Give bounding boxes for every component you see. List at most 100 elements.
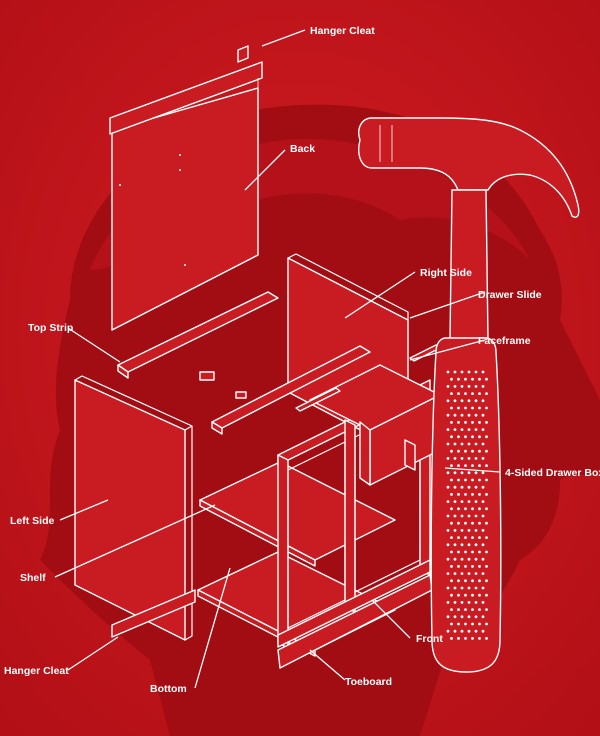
grip-dot <box>481 572 485 575</box>
grip-dot <box>471 435 474 439</box>
grip-dot <box>446 471 450 475</box>
grip-dot <box>464 637 467 640</box>
grip-dot <box>481 442 485 446</box>
grip-dot <box>460 399 464 403</box>
grip-dot <box>450 550 453 554</box>
grip-dot <box>481 615 485 619</box>
grip-dot <box>467 543 471 547</box>
grip-dot <box>481 514 485 518</box>
grip-dot <box>457 377 460 381</box>
grip-dot <box>450 478 453 482</box>
grip-dot <box>464 464 467 467</box>
grip-dot <box>485 593 488 597</box>
label-bottom: Bottom <box>150 683 187 695</box>
grip-dot <box>481 399 485 403</box>
label-hanger-cleat-top: Hanger Cleat <box>310 25 375 37</box>
grip-dot <box>460 601 464 604</box>
grip-dot <box>453 485 457 489</box>
grip-dot <box>485 536 488 539</box>
grip-dot <box>478 449 481 453</box>
grip-dot <box>450 637 453 640</box>
grip-dot <box>450 449 453 453</box>
grip-dot <box>453 557 457 561</box>
grip-dot <box>464 521 467 525</box>
grip-dot <box>474 413 478 417</box>
grip-dot <box>471 521 474 525</box>
grip-dot <box>485 637 488 640</box>
grip-dot <box>464 565 467 568</box>
grip-dot <box>485 493 488 496</box>
grip-dot <box>471 593 474 597</box>
grip-dot <box>471 449 474 453</box>
grip-dot <box>460 442 464 446</box>
grip-dot <box>457 637 460 640</box>
grip-dot <box>481 629 485 633</box>
grip-dot <box>478 464 481 467</box>
grip-dot <box>467 586 471 590</box>
grip-dot <box>467 442 471 446</box>
grip-dot <box>457 579 460 583</box>
grip-dot <box>450 521 453 525</box>
grip-dot <box>453 586 457 590</box>
grip-dot <box>460 485 464 489</box>
grip-dot <box>485 622 488 626</box>
grip-dot <box>460 457 464 460</box>
grip-dot <box>453 370 457 374</box>
grip-dot <box>471 550 474 554</box>
grip-dot <box>474 557 478 561</box>
grip-dot <box>478 421 481 424</box>
grip-dot <box>467 471 471 475</box>
grip-dot <box>446 514 450 518</box>
grip-dot <box>446 457 450 460</box>
grip-dot <box>467 629 471 633</box>
label-back: Back <box>290 143 315 155</box>
grip-dot <box>457 507 460 511</box>
grip-dot <box>474 370 478 374</box>
grip-dot <box>485 565 488 568</box>
grip-dot <box>471 493 474 496</box>
grip-dot <box>460 572 464 575</box>
grip-dot <box>450 435 453 439</box>
grip-dot <box>464 507 467 511</box>
grip-dot <box>450 608 453 611</box>
grip-dot <box>478 507 481 511</box>
grip-dot <box>474 442 478 446</box>
grip-dot <box>457 421 460 424</box>
grip-dot <box>474 457 478 460</box>
grip-dot <box>471 536 474 539</box>
label-toeboard: Toeboard <box>345 676 392 688</box>
grip-dot <box>478 608 481 611</box>
grip-dot <box>453 413 457 417</box>
grip-dot <box>481 601 485 604</box>
grip-dot <box>467 428 471 431</box>
grip-dot <box>446 586 450 590</box>
label-shelf: Shelf <box>20 572 46 584</box>
grip-dot <box>450 507 453 511</box>
grip-dot <box>460 428 464 431</box>
grip-dot <box>485 478 488 482</box>
grip-dot <box>478 579 481 583</box>
grip-dot <box>478 406 481 410</box>
hanger-cleat-bottom <box>111 589 196 638</box>
grip-dot <box>457 521 460 525</box>
grip-dot <box>460 615 464 619</box>
grip-dot <box>474 485 478 489</box>
grip-dot <box>478 478 481 482</box>
grip-dot <box>457 478 460 482</box>
grip-dot <box>467 529 471 532</box>
grip-dot <box>464 406 467 410</box>
grip-dot <box>460 629 464 633</box>
grip-dot <box>474 529 478 532</box>
grip-dot <box>453 514 457 518</box>
grip-dot <box>471 478 474 482</box>
grip-dot <box>481 557 485 561</box>
grip-dot <box>471 579 474 583</box>
grip-dot <box>485 392 488 395</box>
grip-dot <box>446 370 450 374</box>
grip-dot <box>446 385 450 388</box>
grip-dot <box>481 586 485 590</box>
hammer-head <box>358 117 580 218</box>
grip-dot <box>467 615 471 619</box>
grip-dot <box>450 493 453 496</box>
